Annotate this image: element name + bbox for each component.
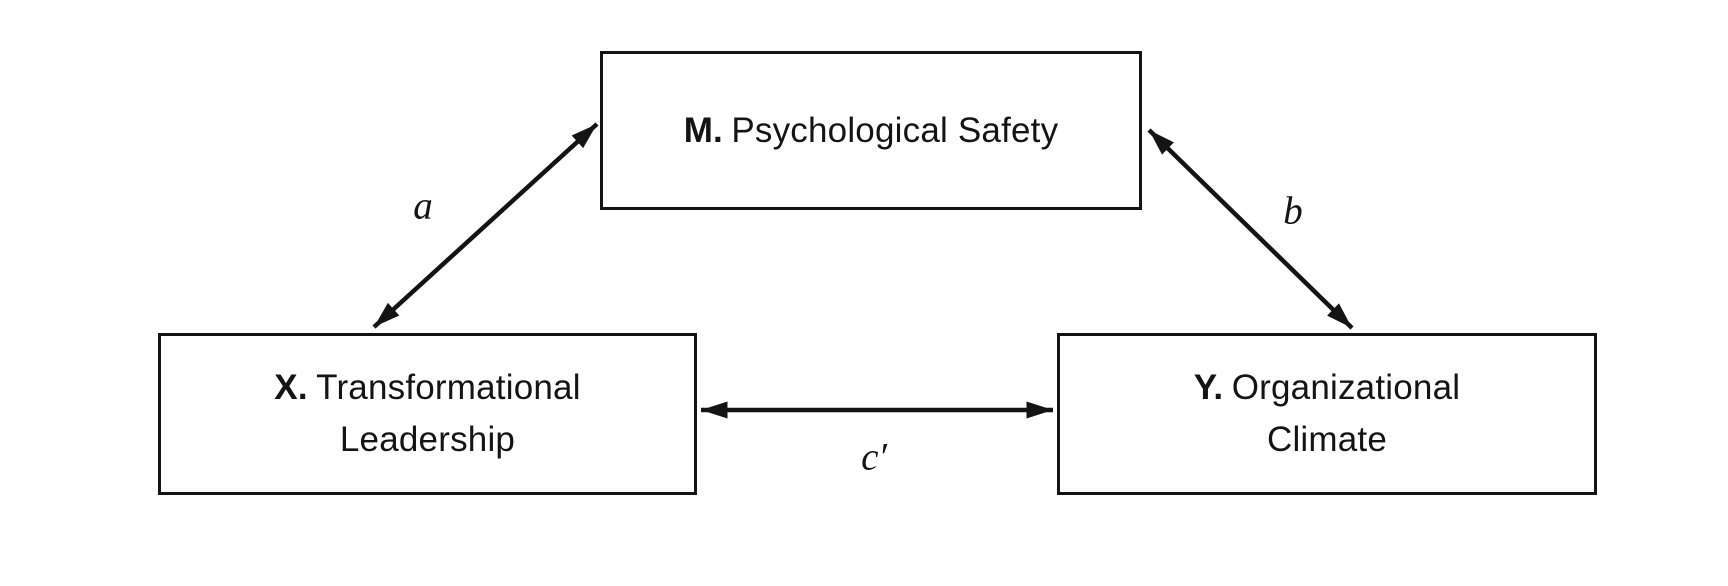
path-c-prime-label: c′ [861,435,887,479]
node-dependent-variable-box: Y.Organizational Climate [1057,333,1597,495]
node-y-label-line2: Climate [1266,420,1388,459]
path-b-label: b [1283,189,1303,233]
path-a-double-arrow [372,122,599,329]
path-b-double-arrow [1147,128,1354,330]
node-mediator-text: Psychological Safety [731,110,1059,150]
node-mediator-label: M.Psychological Safety [684,105,1059,157]
node-independent-variable-box: X.Transformational Leadership [158,333,697,495]
node-mediator-box: M.Psychological Safety [600,51,1142,210]
node-y-text-line1: Organizational [1231,368,1461,408]
node-x-label-line1: X.Transformational [274,362,580,414]
node-y-label-line1: Y.Organizational [1194,362,1460,414]
node-mediator-prefix: M. [683,110,723,150]
node-y-prefix: Y. [1193,368,1224,408]
node-x-text-line1: Transformational [316,368,581,408]
node-x-label-line2: Leadership [339,420,516,459]
node-x-prefix: X. [274,368,308,408]
path-a-label: a [413,184,433,228]
